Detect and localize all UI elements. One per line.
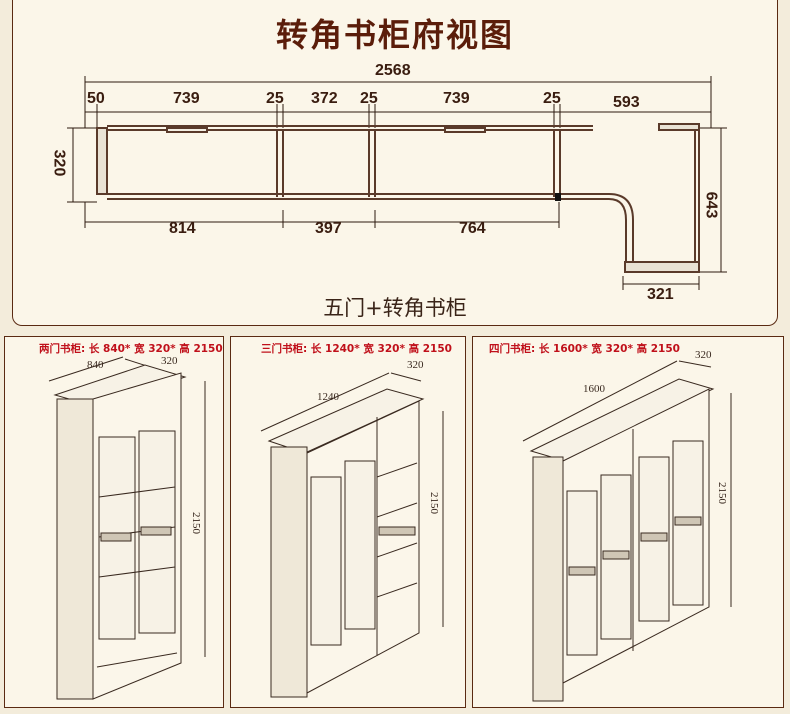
dim-bottom-3: 764 — [459, 220, 486, 237]
cabinet-2-spec: 三门书柜: 长 1240* 宽 320* 高 2150 — [261, 343, 452, 355]
cabinet-3-length: 1600 — [583, 383, 605, 395]
cabinet-2-length: 1240 — [317, 391, 339, 403]
dim-corner-width: 321 — [647, 286, 674, 303]
dim-bottom-2: 397 — [315, 220, 342, 237]
three-door-cabinet-panel: 三门书柜: 长 1240* 宽 320* 高 2150 1240 320 215 — [230, 336, 466, 708]
page-title: 转角书柜府视图 — [275, 16, 514, 54]
cabinet-3-drawing — [522, 360, 732, 702]
dim-top-5: 25 — [360, 90, 378, 107]
cabinet-1-spec: 两门书柜: 长 840* 宽 320* 高 2150 — [39, 343, 223, 355]
dim-top-1: 50 — [87, 90, 105, 107]
dim-corner-height: 643 — [702, 191, 720, 219]
cabinet-2-drawing — [260, 372, 444, 698]
cabinet-2-width: 320 — [407, 359, 424, 371]
cabinet-1-width: 320 — [161, 355, 178, 367]
cabinet-1-drawing — [48, 356, 206, 700]
cabinet-2-height: 2150 — [428, 492, 440, 514]
dim-total: 2568 — [375, 62, 411, 79]
dim-top-2: 739 — [173, 90, 200, 107]
cabinet-3-width: 320 — [695, 349, 712, 361]
dim-depth: 320 — [50, 149, 68, 177]
cabinet-3-height: 2150 — [716, 482, 728, 504]
four-door-cabinet-panel: 四门书柜: 长 1600* 宽 320* 高 2150 1600 320 — [472, 336, 784, 708]
plan-drawing — [67, 76, 727, 290]
dim-bottom-1: 814 — [169, 220, 196, 237]
plan-view-panel: 转角书柜府视图 — [12, 0, 778, 326]
cabinet-1-length: 840 — [87, 359, 104, 371]
dim-top-4: 372 — [311, 90, 338, 107]
dim-top-3: 25 — [266, 90, 284, 107]
dim-top-7: 25 — [543, 90, 561, 107]
plan-subtitle: 五门+转角书柜 — [323, 296, 467, 320]
dim-top-6: 739 — [443, 90, 470, 107]
cabinet-3-spec: 四门书柜: 长 1600* 宽 320* 高 2150 — [489, 343, 680, 355]
cabinet-1-height: 2150 — [190, 512, 202, 534]
dim-top-8: 593 — [613, 94, 640, 111]
two-door-cabinet-panel: 两门书柜: 长 840* 宽 320* 高 2150 840 320 2150 — [4, 336, 224, 708]
